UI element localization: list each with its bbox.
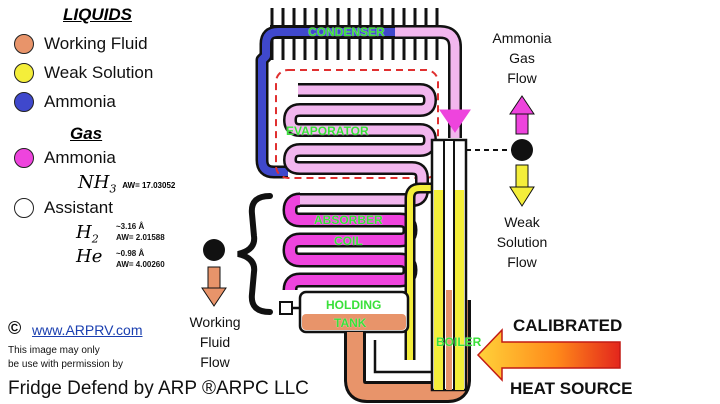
working-fluid-dot — [203, 239, 225, 261]
ammonia-gas-flow-label: Ammonia Gas Flow — [482, 28, 562, 88]
owner-credit: Fridge Defend by ARP ®ARPC LLC — [8, 378, 309, 399]
h2-atomic-weight: AW= 2.01588 — [116, 233, 165, 242]
flow-line: Weak — [504, 214, 540, 230]
weak-solution-arrow-down — [509, 164, 535, 207]
nh3-atomic-weight: AW= 17.03052 — [122, 181, 176, 190]
flow-line: Working — [189, 314, 241, 330]
legend-assistant: Assistant — [14, 198, 113, 218]
working-fluid-swatch — [14, 34, 34, 54]
liquids-title: LIQUIDS — [63, 5, 132, 24]
flow-line: Ammonia — [492, 30, 552, 46]
evaporator-label: EVAPORATOR — [286, 124, 369, 138]
heat-label-calibrated: CALIBRATED — [513, 316, 623, 335]
absorber-label-1: ABSORBER — [314, 213, 383, 227]
flow-line: Flow — [507, 254, 537, 270]
heat-label-source: HEAT SOURCE — [510, 379, 633, 398]
flow-line: Flow — [507, 70, 537, 86]
holding-label-2: TANK — [334, 316, 367, 330]
legend-label: Assistant — [44, 198, 113, 217]
permission-note-2: be use with permission by — [8, 359, 124, 370]
evaporator-enclosure — [275, 69, 439, 179]
h2-size: ~3.16 Å — [116, 222, 145, 231]
legend-label: Ammonia — [44, 148, 116, 167]
legend-weak-solution: Weak Solution — [14, 63, 153, 83]
h2-symbol: H — [76, 222, 92, 243]
gas-arrow-down — [439, 109, 471, 133]
h2-subscript: 2 — [91, 232, 99, 246]
working-fluid-arrow-down — [201, 266, 227, 307]
weak-solution-swatch — [14, 63, 34, 83]
working-fluid-flow-label: Working Fluid Flow — [180, 312, 250, 372]
boiler-column — [430, 138, 468, 392]
legend-working-fluid: Working Fluid — [14, 34, 148, 54]
weak-solution-flow-label: Weak Solution Flow — [487, 212, 557, 272]
legend-ammonia-gas: Ammonia — [14, 148, 116, 168]
holding-label-1: HOLDING — [326, 298, 382, 312]
ammonia-gas-arrow-up — [509, 95, 535, 135]
legend-label: Weak Solution — [44, 63, 154, 82]
h2-formula: H2 — [76, 222, 99, 246]
he-size: ~0.98 Å — [116, 249, 145, 258]
permission-note-1: This image may only — [8, 345, 100, 356]
flow-line: Fluid — [199, 334, 231, 350]
copyright-symbol: © — [8, 318, 22, 338]
holding-tank — [279, 290, 410, 334]
ammonia-gas-swatch — [14, 148, 34, 168]
assistant-swatch — [14, 198, 34, 218]
legend-ammonia-liquid: Ammonia — [14, 92, 116, 112]
boiler-label: BOILER — [436, 335, 482, 349]
flow-line: Gas — [509, 50, 535, 66]
website-link[interactable]: www.ARPRV.com — [32, 322, 143, 338]
he-atomic-weight: AW= 4.00260 — [116, 260, 165, 269]
flow-line: Flow — [200, 354, 230, 370]
condenser-label: CONDENSER — [308, 25, 385, 39]
heat-source-arrow — [476, 328, 621, 382]
absorber-label-2: COIL — [334, 234, 363, 248]
legend-label: Ammonia — [44, 92, 116, 111]
nh3-formula: NH3 AW= 17.03052 — [78, 172, 175, 196]
nh3-subscript: 3 — [109, 182, 117, 196]
legend-label: Working Fluid — [44, 34, 148, 53]
ammonia-liquid-swatch — [14, 92, 34, 112]
separator-dot — [511, 139, 533, 161]
nh3-symbol: NH — [78, 172, 110, 193]
he-symbol: He — [76, 246, 103, 267]
gas-title: Gas — [70, 124, 103, 143]
flow-line: Solution — [496, 234, 548, 250]
absorber-brace — [237, 193, 273, 315]
